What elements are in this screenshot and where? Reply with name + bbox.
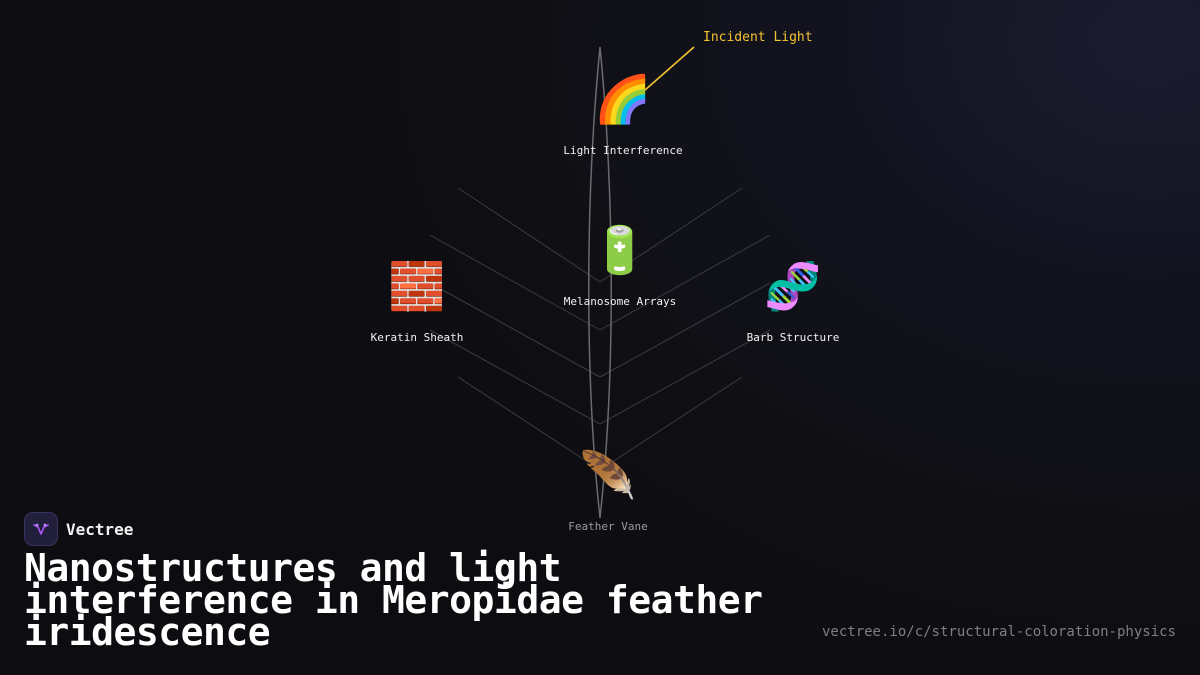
barb-line xyxy=(429,282,601,378)
barb-line xyxy=(599,329,771,425)
rainbow-icon: 🌈 xyxy=(594,72,652,126)
feather-icon: 🪶 xyxy=(579,448,637,502)
node-feather-vane[interactable]: 🪶 Feather Vane xyxy=(508,450,708,533)
barb-line xyxy=(457,376,601,471)
incident-light-arrow xyxy=(619,46,695,113)
incident-light-label: Incident Light xyxy=(703,30,813,45)
footer-url[interactable]: vectree.io/c/structural-coloration-physi… xyxy=(821,624,1176,640)
node-light-interference[interactable]: 🌈 Light Interference xyxy=(523,74,723,157)
brand[interactable]: Vectree xyxy=(24,512,133,546)
feather-barbs xyxy=(429,187,771,471)
barb-line xyxy=(599,282,771,378)
node-label: Keratin Sheath xyxy=(370,331,464,344)
barb-line xyxy=(599,187,743,283)
node-label: Melanosome Arrays xyxy=(563,295,677,308)
node-label: Feather Vane xyxy=(568,520,648,533)
node-melanosome-arrays[interactable]: 🔋 Melanosome Arrays xyxy=(520,225,720,308)
node-keratin-sheath[interactable]: 🧱 Keratin Sheath xyxy=(317,261,517,344)
node-label: Light Interference xyxy=(563,144,683,157)
incident-light-arrowhead xyxy=(615,105,625,116)
node-barb-structure[interactable]: 🧬 Barb Structure xyxy=(693,261,893,344)
barb-line xyxy=(457,187,601,283)
feather-rachis xyxy=(588,46,612,519)
barb-line xyxy=(599,376,743,471)
brick-icon: 🧱 xyxy=(388,259,446,313)
barb-line xyxy=(599,234,771,331)
barb-line xyxy=(429,329,601,425)
battery-icon: 🔋 xyxy=(591,223,649,277)
barb-line xyxy=(429,234,601,331)
brand-name: Vectree xyxy=(66,519,134,539)
page-title: Nanostructures and light interference in… xyxy=(24,546,763,654)
node-label: Barb Structure xyxy=(746,331,840,344)
dna-icon: 🧬 xyxy=(764,259,822,313)
vectree-logo-icon xyxy=(24,512,58,546)
